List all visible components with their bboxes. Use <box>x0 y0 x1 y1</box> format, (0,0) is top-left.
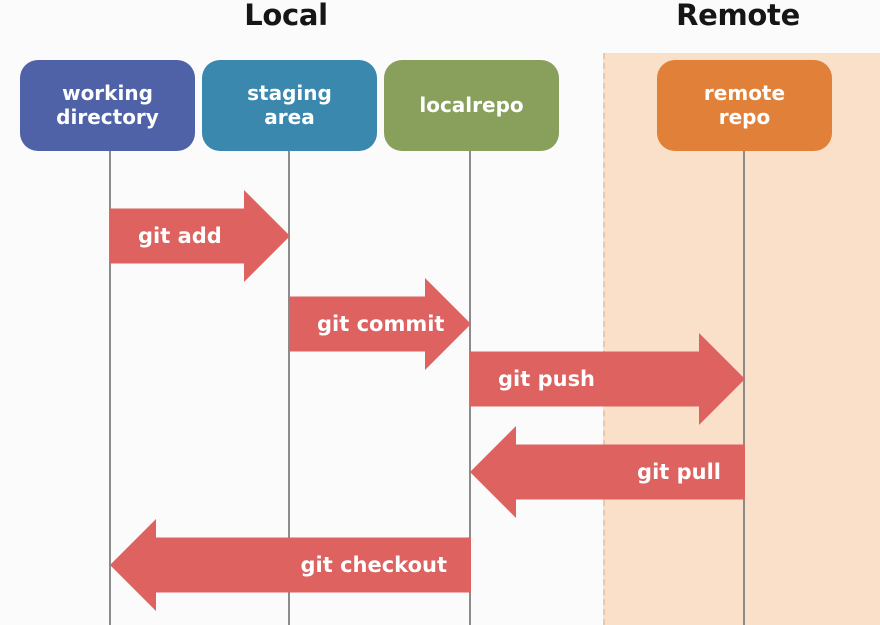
arrow-label: git checkout <box>300 553 448 577</box>
node-staging-area[interactable]: staging area <box>202 60 377 151</box>
arrow-git-checkout[interactable]: git checkout <box>110 519 471 611</box>
arrow-git-add[interactable]: git add <box>110 190 290 282</box>
node-label: remote repo <box>703 81 786 129</box>
node-remote-repo[interactable]: remote repo <box>657 60 832 151</box>
arrow-head-icon <box>699 333 745 425</box>
arrow-shaft <box>110 208 244 264</box>
arrow-head-icon <box>425 278 471 370</box>
section-title-local: Local <box>244 0 328 32</box>
node-working-directory[interactable]: working directory <box>20 60 195 151</box>
lifeline-working-directory <box>109 140 111 625</box>
arrow-head-icon <box>470 426 516 518</box>
arrow-shaft <box>289 296 425 352</box>
arrow-label: git commit <box>317 312 445 336</box>
arrow-shaft <box>470 351 699 407</box>
arrow-shaft <box>156 537 471 593</box>
arrow-git-commit[interactable]: git commit <box>289 278 471 370</box>
lifeline-staging-area <box>288 140 290 625</box>
arrow-head-icon <box>110 519 156 611</box>
arrow-label: git push <box>498 367 596 391</box>
arrow-git-push[interactable]: git push <box>470 333 745 425</box>
arrow-shaft <box>516 444 745 500</box>
node-label: staging area <box>247 81 332 129</box>
arrow-git-pull[interactable]: git pull <box>470 426 745 518</box>
section-title-remote: Remote <box>676 0 800 32</box>
arrow-label: git pull <box>637 460 721 484</box>
arrow-head-icon <box>244 190 290 282</box>
node-label: working directory <box>56 81 159 129</box>
node-label: localrepo <box>419 92 524 117</box>
arrow-label: git add <box>138 224 222 248</box>
node-localrepo[interactable]: localrepo <box>384 60 559 151</box>
